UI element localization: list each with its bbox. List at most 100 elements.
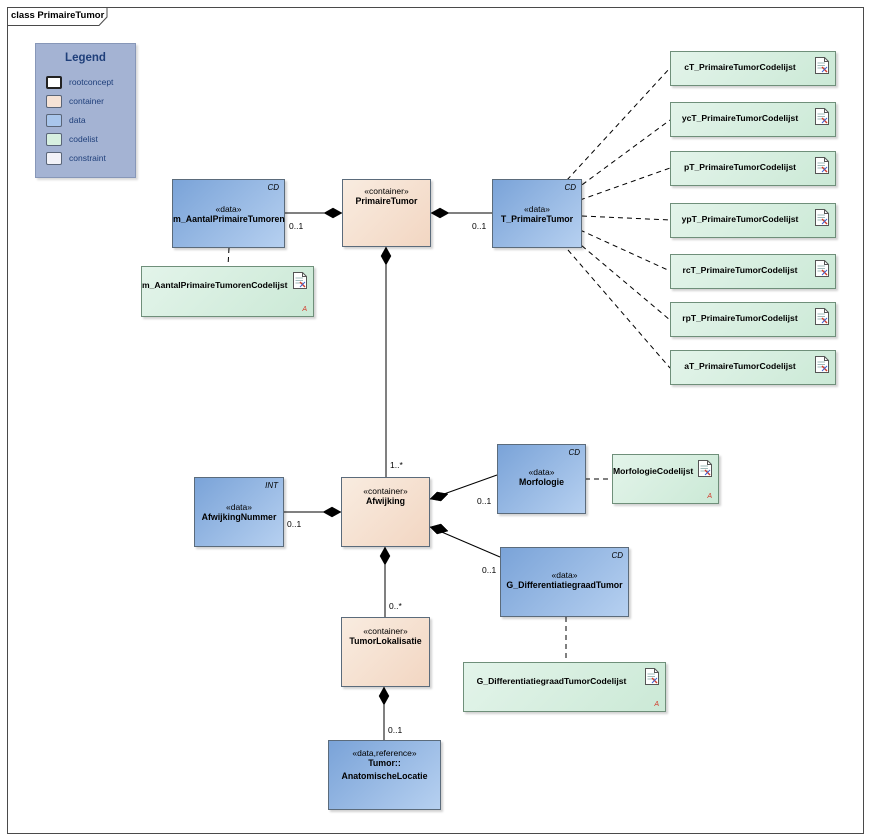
node-name: Afwijking bbox=[365, 496, 406, 506]
node-stereotype: «data» bbox=[215, 204, 242, 214]
codelist-name: ypT_PrimaireTumorCodelijst bbox=[681, 214, 799, 224]
node-stereotype: «data» bbox=[524, 204, 550, 214]
node-stereotype: «container» bbox=[363, 626, 408, 636]
dep-rpt bbox=[574, 239, 671, 321]
legend-swatch bbox=[46, 133, 62, 146]
node-stereotype: «data,reference» bbox=[352, 748, 417, 758]
multiplicity-afwijking-primaire: 1..* bbox=[390, 460, 403, 470]
node-stereotype: «data» bbox=[528, 467, 555, 477]
multiplicity-anat: 0..1 bbox=[388, 725, 403, 735]
node-name: m_AantalPrimaireTumoren bbox=[173, 214, 285, 224]
node-name: G_DifferentiatiegraadTumor bbox=[506, 580, 623, 590]
legend-label: codelist bbox=[69, 134, 98, 144]
legend: Legend rootconcept container data codeli… bbox=[35, 43, 136, 178]
legend-label: rootconcept bbox=[69, 77, 114, 87]
multiplicity-t-primaire: 0..1 bbox=[472, 221, 487, 231]
node-afwijking-nummer[interactable]: INT «data» AfwijkingNummer bbox=[194, 477, 284, 547]
codelist-morfologie[interactable]: MorfologieCodelijst A bbox=[612, 454, 719, 504]
document-icon bbox=[815, 157, 829, 174]
diamond-afwijking-morfologie bbox=[429, 491, 449, 502]
diamond-afwijking-bottom bbox=[379, 546, 391, 566]
diagram-frame-tab bbox=[7, 7, 108, 26]
diamond-primaire-left bbox=[323, 207, 343, 219]
dep-ct bbox=[566, 67, 671, 181]
node-type: CD bbox=[564, 183, 576, 192]
multiplicity-tumor-lok: 0..* bbox=[389, 601, 402, 611]
codelist-name: aT_PrimaireTumorCodelijst bbox=[684, 361, 796, 371]
document-icon bbox=[645, 668, 659, 685]
legend-swatch bbox=[46, 114, 62, 127]
node-primaire-tumor[interactable]: «container» PrimaireTumor bbox=[342, 179, 431, 247]
diamond-primaire-right bbox=[430, 207, 450, 219]
document-icon bbox=[293, 272, 307, 289]
composition-diamonds bbox=[322, 207, 450, 706]
diamond-tumorlok-bottom bbox=[378, 686, 390, 706]
node-name: AfwijkingNummer bbox=[201, 512, 277, 522]
document-icon bbox=[815, 260, 829, 277]
document-icon bbox=[815, 57, 829, 74]
node-stereotype: «data» bbox=[551, 570, 578, 580]
diamond-afwijking-gdiff bbox=[429, 523, 449, 535]
codelist-yct-primaire-tumor[interactable]: ycT_PrimaireTumorCodelijst bbox=[670, 102, 836, 137]
node-morfologie[interactable]: CD «data» Morfologie bbox=[497, 444, 586, 514]
codelist-ct-primaire-tumor[interactable]: cT_PrimaireTumorCodelijst bbox=[670, 51, 836, 86]
multiplicity-morfologie: 0..1 bbox=[477, 496, 492, 506]
dep-m-aantal bbox=[227, 247, 230, 267]
node-name: TumorLokalisatie bbox=[349, 636, 422, 646]
node-type: CD bbox=[568, 448, 580, 457]
diamond-afwijking-left bbox=[322, 506, 342, 518]
codelist-at-primaire-tumor[interactable]: aT_PrimaireTumorCodelijst bbox=[670, 350, 836, 385]
document-icon bbox=[815, 209, 829, 226]
codelist-rpt-primaire-tumor[interactable]: rpT_PrimaireTumorCodelijst bbox=[670, 302, 836, 337]
dep-pt bbox=[579, 167, 671, 201]
codelist-pt-primaire-tumor[interactable]: pT_PrimaireTumorCodelijst bbox=[670, 151, 836, 186]
codelist-name: MorfologieCodelijst bbox=[613, 466, 694, 476]
node-m-aantal-primaire-tumoren[interactable]: CD «data» m_AantalPrimaireTumoren bbox=[172, 179, 285, 248]
node-name-package: Tumor:: bbox=[368, 758, 401, 768]
node-name: AnatomischeLocatie bbox=[341, 771, 428, 781]
document-icon bbox=[815, 356, 829, 373]
codelist-name: pT_PrimaireTumorCodelijst bbox=[683, 162, 797, 172]
codelist-name: m_AantalPrimaireTumorenCodelijst bbox=[142, 280, 288, 290]
document-icon bbox=[698, 460, 712, 477]
diamond-primaire-bottom bbox=[380, 246, 392, 266]
node-g-differentiatiegraad-tumor[interactable]: CD «data» G_DifferentiatiegraadTumor bbox=[500, 547, 629, 617]
diagram-frame bbox=[7, 7, 864, 834]
node-anatomische-locatie[interactable]: «data,reference» Tumor:: AnatomischeLoca… bbox=[328, 740, 441, 810]
legend-label: container bbox=[69, 96, 104, 106]
dep-yct bbox=[574, 119, 671, 191]
codelist-m-aantal-primaire-tumoren[interactable]: m_AantalPrimaireTumorenCodelijst A bbox=[141, 266, 314, 317]
dep-at bbox=[567, 249, 671, 369]
node-stereotype: «data» bbox=[226, 502, 252, 512]
node-type: CD bbox=[267, 183, 279, 192]
dep-ypt bbox=[581, 215, 671, 221]
node-tumor-lokalisatie[interactable]: «container» TumorLokalisatie bbox=[341, 617, 430, 687]
node-stereotype: «container» bbox=[364, 186, 409, 196]
legend-label: data bbox=[69, 115, 86, 125]
abstract-mark: A bbox=[707, 493, 712, 500]
multiplicity-m-aantal: 0..1 bbox=[289, 221, 304, 231]
codelist-g-differentiatiegraad-tumor[interactable]: G_DifferentiatiegraadTumorCodelijst A bbox=[463, 662, 666, 712]
node-type: CD bbox=[611, 551, 623, 560]
document-icon bbox=[815, 308, 829, 325]
node-name: Morfologie bbox=[519, 477, 564, 487]
codelist-name: ycT_PrimaireTumorCodelijst bbox=[681, 113, 799, 123]
dep-rct bbox=[579, 229, 671, 272]
legend-swatch bbox=[46, 76, 62, 89]
codelist-rct-primaire-tumor[interactable]: rcT_PrimaireTumorCodelijst bbox=[670, 254, 836, 289]
node-t-primaire-tumor[interactable]: CD «data» T_PrimaireTumor bbox=[492, 179, 582, 248]
abstract-mark: A bbox=[302, 306, 307, 313]
document-icon bbox=[815, 108, 829, 125]
codelist-name: rcT_PrimaireTumorCodelijst bbox=[682, 265, 798, 275]
multiplicity-afwijking-nummer: 0..1 bbox=[287, 519, 302, 529]
codelist-name: cT_PrimaireTumorCodelijst bbox=[684, 62, 796, 72]
legend-swatch bbox=[46, 95, 62, 108]
legend-title: Legend bbox=[65, 52, 106, 64]
multiplicity-g-diff: 0..1 bbox=[482, 565, 497, 575]
legend-label: constraint bbox=[69, 153, 106, 163]
codelist-name: G_DifferentiatiegraadTumorCodelijst bbox=[476, 676, 627, 686]
codelist-ypt-primaire-tumor[interactable]: ypT_PrimaireTumorCodelijst bbox=[670, 203, 836, 238]
node-afwijking[interactable]: «container» Afwijking bbox=[341, 477, 430, 547]
node-name: PrimaireTumor bbox=[355, 196, 418, 206]
